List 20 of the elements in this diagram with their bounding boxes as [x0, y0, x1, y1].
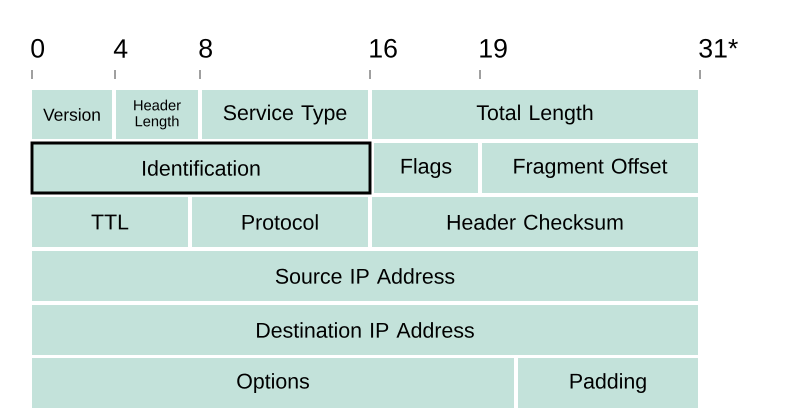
- field-cell: TTL: [32, 197, 188, 247]
- field-cell: Total Length: [372, 90, 698, 139]
- bit-number: 8: [199, 38, 212, 58]
- bit-number: 31*: [699, 38, 738, 58]
- field-cell: Version: [32, 90, 112, 139]
- field-cell: Options: [32, 358, 514, 408]
- bit-number: 0: [31, 38, 44, 58]
- field-cell: Header Checksum: [372, 197, 698, 247]
- field-cell: Flags: [374, 143, 478, 193]
- field-cell: Service Type: [202, 90, 368, 139]
- field-cell: Padding: [518, 358, 698, 408]
- bit-number: 16: [370, 38, 397, 58]
- field-cell: Fragment Offset: [482, 143, 698, 193]
- field-cell: Header Length: [116, 90, 198, 139]
- field-cell: Destination IP Address: [32, 305, 698, 355]
- bit-number: 4: [114, 39, 128, 58]
- field-cell: Identification: [30, 142, 372, 194]
- field-cell: Source IP Address: [32, 251, 698, 301]
- field-cell: Protocol: [192, 197, 368, 247]
- bit-number: 19: [480, 38, 507, 58]
